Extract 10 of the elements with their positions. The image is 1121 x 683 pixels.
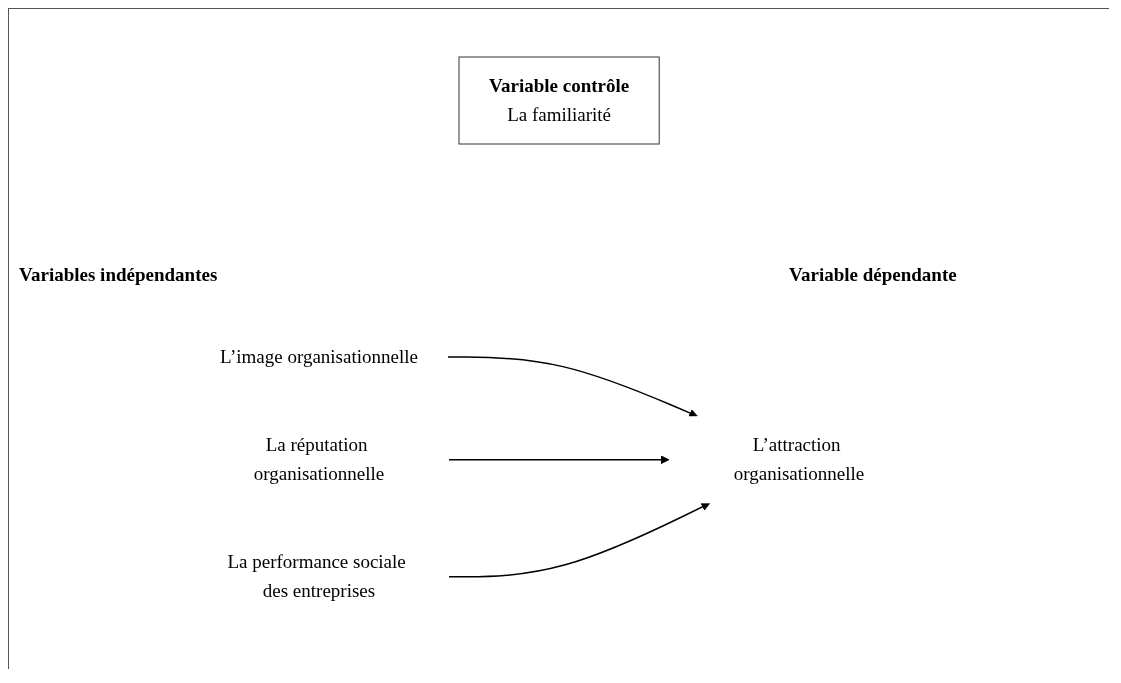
- arrow: [448, 502, 711, 578]
- column-heading: Variables indépendantes: [19, 264, 218, 286]
- node-box: Variable contrôle La familiarité: [458, 56, 660, 145]
- node-text: La performance sociale des entreprises: [227, 551, 406, 601]
- node-text: L’image organisationnelle: [220, 345, 418, 367]
- arrow: [447, 356, 698, 418]
- node-text: La réputation organisationnelle: [253, 434, 385, 484]
- node-text: L’attraction organisationnelle: [733, 434, 865, 484]
- arrow: [448, 455, 670, 465]
- column-heading: Variable dépendante: [789, 264, 957, 286]
